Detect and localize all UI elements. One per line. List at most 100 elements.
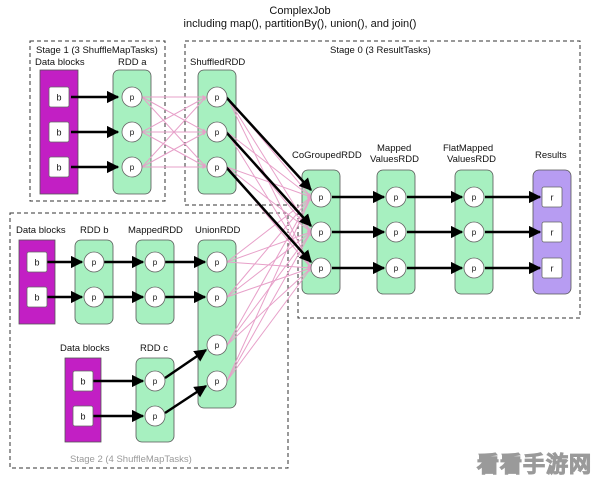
edge-c-union-1 [164, 348, 208, 380]
label-rdd-b: RDD b [80, 225, 109, 236]
label-data-blocks-2: Data blocks [16, 225, 66, 236]
label-union-rdd: UnionRDD [195, 225, 241, 236]
svg-text:p: p [394, 264, 399, 273]
shuffle-edge-src5-cg3 [226, 267, 312, 298]
edge-shuffled-cogroup-1 [225, 96, 312, 191]
label-data-blocks-1: Data blocks [35, 57, 85, 68]
svg-text:p: p [472, 228, 477, 237]
svg-text:p: p [215, 128, 220, 137]
diagram-title: ComplexJob [269, 5, 330, 17]
svg-text:p: p [215, 93, 220, 102]
shuffled-partition-1: p [206, 86, 228, 108]
svg-text:p: p [215, 163, 220, 172]
shuffle-edge-src4-cg1 [226, 196, 312, 263]
union-partition-1: p [206, 251, 228, 273]
svg-text:p: p [215, 293, 220, 302]
edge-shuffled-cogroup-3 [225, 166, 312, 263]
union-partition-3: p [206, 334, 228, 356]
label-cogrouped-rdd: CoGroupedRDD [292, 150, 362, 161]
svg-text:b: b [80, 377, 85, 387]
data-block-c-2: b [72, 405, 94, 427]
shuffle-edge-src5-cg2 [226, 231, 312, 298]
flatmapped-partition-3: p [463, 257, 485, 279]
shuffle-edge-a3-s1 [141, 96, 207, 168]
union-rdd-container [197, 239, 237, 409]
shuffle-edge-src6-cg1 [226, 196, 312, 346]
label-results: Results [535, 150, 567, 161]
rdd-c-partition-2: p [144, 405, 166, 427]
label-mapped-values-1: Mapped [377, 143, 411, 154]
svg-text:p: p [92, 293, 97, 302]
svg-text:p: p [319, 264, 324, 273]
data-block-2: b [48, 121, 70, 143]
svg-text:r: r [551, 228, 554, 238]
svg-text:p: p [153, 412, 158, 421]
label-flatmapped-1: FlatMapped [443, 143, 493, 154]
cogrouped-partition-1: p [310, 186, 332, 208]
svg-text:p: p [92, 258, 97, 267]
mapped-values-partition-1: p [385, 186, 407, 208]
svg-text:b: b [34, 258, 39, 268]
watermark-text: 看看手游网 [476, 453, 592, 479]
dependency-edges [45, 90, 542, 423]
cogrouped-partition-3: p [310, 257, 332, 279]
svg-text:p: p [472, 193, 477, 202]
shuffled-partition-2: p [206, 121, 228, 143]
svg-text:p: p [153, 293, 158, 302]
label-mapped-rdd: MappedRDD [128, 225, 183, 236]
mapped-rdd-partition-1: p [144, 251, 166, 273]
mapped-values-partition-3: p [385, 257, 407, 279]
data-block-b-1: b [26, 251, 48, 273]
data-block-b-2: b [26, 286, 48, 308]
svg-text:p: p [215, 377, 220, 386]
label-rdd-a: RDD a [118, 57, 147, 68]
svg-text:p: p [130, 163, 135, 172]
edge-c-union-2 [164, 384, 208, 415]
result-1: r [541, 186, 563, 208]
svg-text:b: b [56, 93, 61, 103]
rdd-a-partition-1: p [121, 86, 143, 108]
flatmapped-partition-1: p [463, 186, 485, 208]
edge-shuffled-cogroup-2 [225, 131, 312, 227]
rdd-a-partition-3: p [121, 156, 143, 178]
stage-1-label: Stage 1 (3 ShuffleMapTasks) [36, 45, 158, 56]
cogrouped-partition-2: p [310, 221, 332, 243]
svg-text:p: p [130, 93, 135, 102]
shuffle-edge-src3-cg1 [226, 166, 312, 198]
svg-text:p: p [153, 258, 158, 267]
shuffle-edge-a3-s2 [141, 131, 207, 168]
svg-text:p: p [394, 193, 399, 202]
rdd-c-partition-1: p [144, 370, 166, 392]
shuffle-edge-src7-cg1 [226, 196, 312, 382]
result-2: r [541, 221, 563, 243]
shuffle-edges [141, 95, 312, 382]
svg-text:p: p [394, 228, 399, 237]
diagram-subtitle: including map(), partitionBy(), union(),… [184, 18, 417, 30]
union-partition-2: p [206, 286, 228, 308]
rdd-b-partition-1: p [83, 251, 105, 273]
shuffle-edge-src7-cg2 [226, 231, 312, 382]
svg-text:b: b [56, 128, 61, 138]
nodes: b p p b p p b p p p p p r p p p r p p p r b p p b p p p p p p b p b p [26, 86, 563, 427]
union-partition-4: p [206, 370, 228, 392]
svg-text:r: r [551, 264, 554, 274]
mapped-values-partition-2: p [385, 221, 407, 243]
label-mapped-values-2: ValuesRDD [370, 154, 419, 165]
rdd-b-partition-2: p [83, 286, 105, 308]
data-block-c-1: b [72, 370, 94, 392]
svg-text:p: p [153, 377, 158, 386]
svg-text:b: b [80, 412, 85, 422]
shuffled-partition-3: p [206, 156, 228, 178]
stage-2-label: Stage 2 (4 ShuffleMapTasks) [70, 454, 192, 465]
mapped-rdd-partition-2: p [144, 286, 166, 308]
flatmapped-partition-2: p [463, 221, 485, 243]
stage-0-box [184, 40, 581, 319]
shuffle-edge-a2-s1 [141, 96, 207, 133]
stage-0-label: Stage 0 (3 ResultTasks) [330, 45, 431, 56]
shuffle-edge-src5-cg1 [226, 196, 312, 298]
svg-text:p: p [319, 228, 324, 237]
shuffle-edge-src7-cg3 [226, 267, 312, 382]
svg-text:p: p [130, 128, 135, 137]
svg-text:p: p [472, 264, 477, 273]
svg-text:b: b [56, 163, 61, 173]
